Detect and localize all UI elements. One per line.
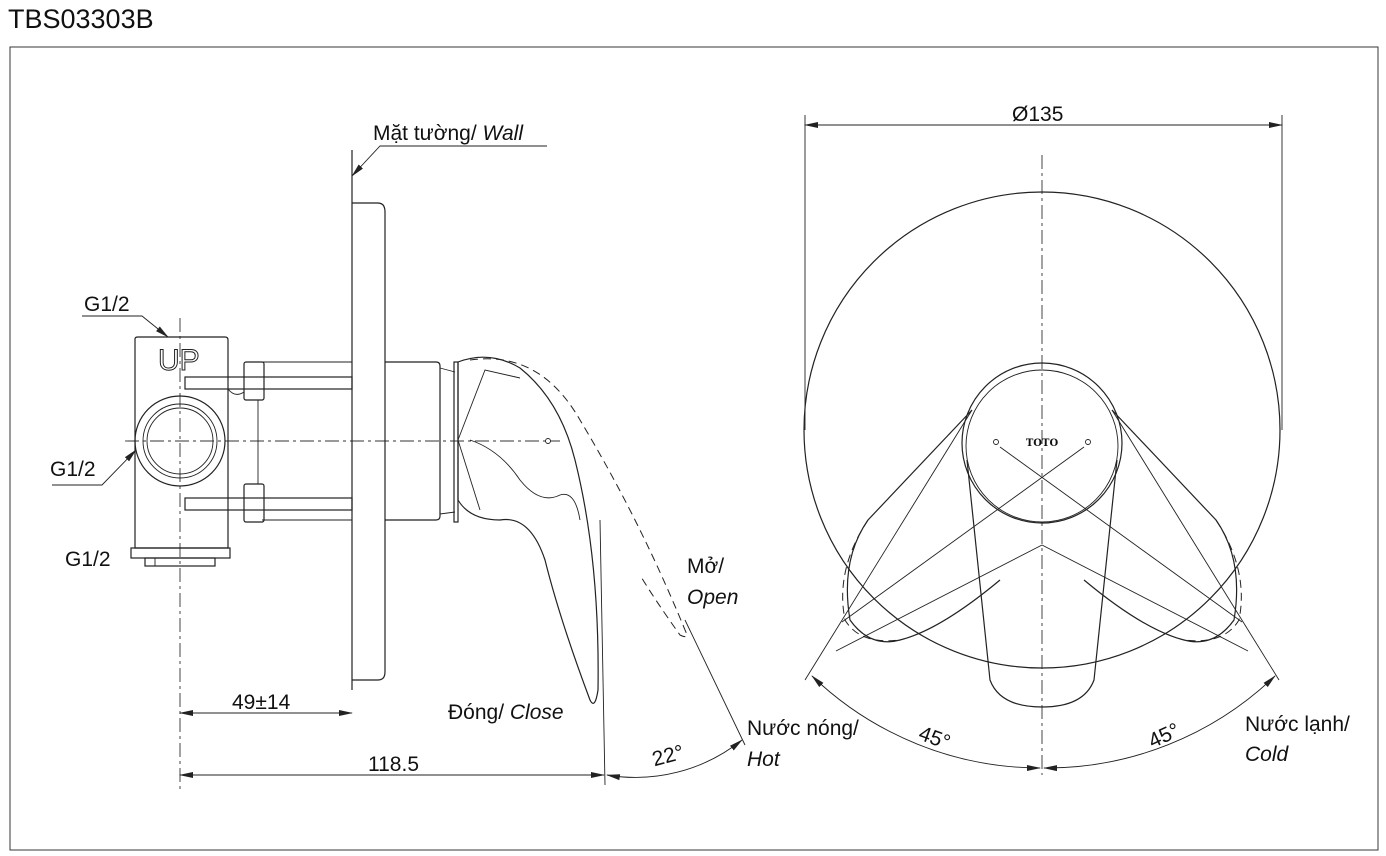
handle-base: [385, 361, 441, 521]
up-marking: UP: [158, 344, 200, 377]
depth-dimension: 49±14: [232, 691, 291, 714]
side-view: UP: [52, 145, 746, 790]
g12-top-label: G1/2: [84, 293, 130, 316]
open-label-en: Open: [687, 586, 738, 609]
open-label-vn: Mở/: [687, 555, 724, 578]
cover-plate-circle: [803, 191, 1281, 669]
angle-45-left: 45°: [916, 722, 954, 754]
brand-logo: TOTO: [1026, 438, 1059, 449]
angle-45-right: 45°: [1145, 719, 1184, 753]
valve-body: [134, 336, 229, 549]
handle-hub: [961, 362, 1123, 524]
hot-label-vn: Nước nóng/: [747, 717, 859, 740]
close-label: Đóng/ Close: [448, 701, 564, 724]
angle-22: 22°: [650, 741, 687, 771]
drawing-title: TBS03303B: [8, 4, 154, 34]
lever-handle: [457, 356, 599, 704]
hot-label-en: Hot: [747, 748, 781, 771]
cover-plate: [352, 202, 386, 681]
wall-label: Mặt tường/ Wall: [373, 122, 524, 145]
cold-label-en: Cold: [1245, 743, 1290, 766]
g12-bottom-label: G1/2: [65, 548, 111, 571]
front-view: TOTO: [803, 115, 1283, 775]
diameter-dimension: Ø135: [1012, 103, 1063, 126]
g12-mid-label: G1/2: [50, 458, 96, 481]
inlet-port: [134, 395, 226, 487]
cold-label-vn: Nước lạnh/: [1245, 713, 1350, 736]
length-dimension: 118.5: [368, 753, 419, 776]
drawing-frame: [9, 46, 1379, 851]
